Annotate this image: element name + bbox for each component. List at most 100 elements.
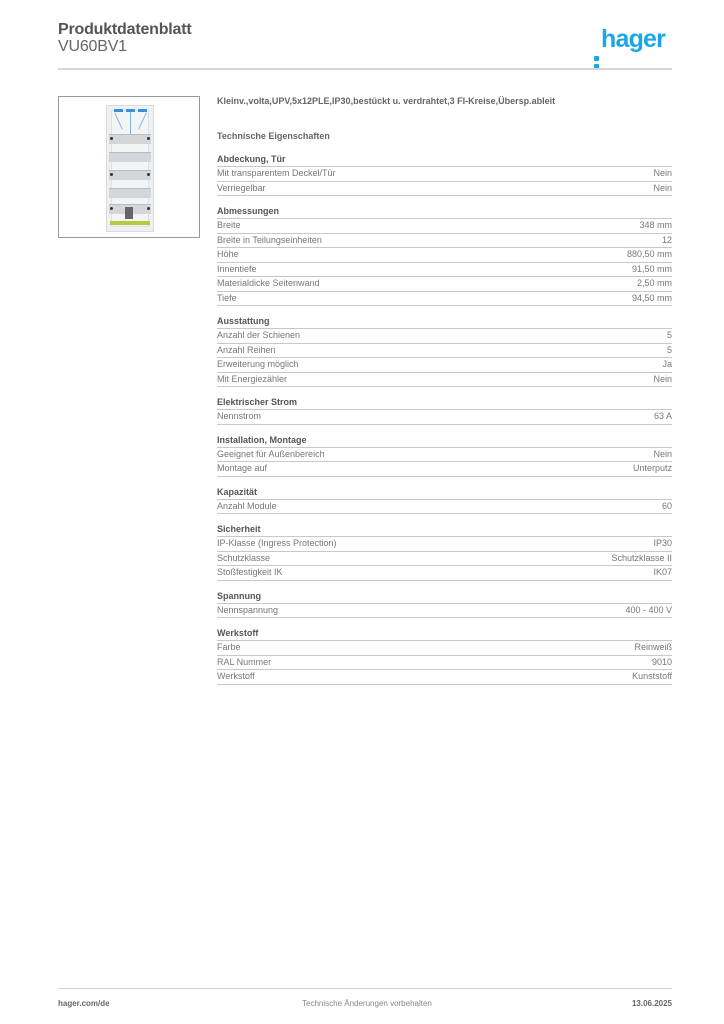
footer-date: 13.06.2025 [631,999,672,1008]
group-title: Abdeckung, Tür [217,153,672,167]
spec-group-safety: Sicherheit IP-Klasse (Ingress Protection… [217,523,672,581]
spec-row: Höhe 880,50 mm [217,248,672,263]
spec-label: Geeignet für Außenbereich [217,448,325,459]
hager-logo: hager [594,25,666,69]
spec-label: Tiefe [217,292,237,303]
spec-row: Montage auf Unterputz [217,462,672,477]
spec-label: RAL Nummer [217,656,272,667]
spec-label: Montage auf [217,463,268,473]
spec-group-material: Werkstoff Farbe Reinweiß RAL Nummer 9010 W… [217,627,672,685]
product-code: VU60BV1 [58,38,127,55]
spec-value: 400 - 400 V [625,604,672,615]
footer-notice: Technische Änderungen vorbehalten [302,999,432,1008]
spec-label: Innentiefe [217,263,257,274]
spec-label: Materialdicke Seitenwand [217,278,320,288]
spec-label: Schutzklasse [217,552,271,563]
spec-value: 9010 [651,656,672,667]
spec-row: Innentiefe 91,50 mm [217,263,672,277]
section-heading-technical-properties: Technische Eigenschaften [217,131,330,141]
spec-value: 2,50 mm [636,278,672,288]
group-title: Ausstattung [217,315,672,329]
document-title: Produktdatenblatt [58,21,192,38]
group-title: Installation, Montage [217,434,672,448]
product-description: Kleinv.,volta,UPV,5x12PLE,IP30,bestückt … [217,96,556,106]
spec-row: Tiefe 94,50 mm [217,292,672,306]
spec-row: Anzahl Module 60 [217,500,672,514]
spec-row: Mit transparentem Deckel/Tür Nein [217,167,672,182]
spec-value: Ja [662,359,672,369]
spec-row: Materialdicke Seitenwand 2,50 mm [217,277,672,292]
header-divider [58,68,672,70]
spec-label: Breite in Teilungseinheiten [217,234,322,245]
spec-value: Unterputz [632,463,672,473]
spec-label: Verriegelbar [217,182,266,193]
group-title: Abmessungen [217,205,672,219]
spec-label: Mit Energiezähler [217,373,288,384]
spec-group-electric-current: Elektrischer Strom Nennstrom 63 A [217,396,672,425]
spec-value: Nein [653,448,672,459]
spec-value: IP30 [653,538,672,548]
spec-label: Anzahl Module [217,500,277,511]
distribution-cabinet-illustration [106,105,154,232]
spec-label: Höhe [217,249,239,259]
spec-group-cover-door: Abdeckung, Tür Mit transparentem Deckel/… [217,153,672,196]
spec-value: 63 A [653,411,672,421]
spec-value: Nein [653,168,672,178]
spec-value: Reinweiß [634,642,672,652]
spec-label: Mit transparentem Deckel/Tür [217,168,336,178]
spec-row: Geeignet für Außenbereich Nein [217,448,672,462]
spec-label: Breite [217,220,241,230]
spec-row: Nennspannung 400 - 400 V [217,604,672,618]
spec-label: Stoßfestigkeit IK [217,567,283,577]
spec-row: Farbe Reinweiß [217,641,672,656]
group-title: Werkstoff [217,627,672,641]
spec-value: Nein [653,182,672,193]
footer-divider [58,988,672,989]
spec-label: Farbe [217,642,241,652]
footer-website-link[interactable]: hager.com/de [58,999,110,1008]
spec-group-voltage: Spannung Nennspannung 400 - 400 V [217,590,672,618]
spec-value: Schutzklasse II [611,552,672,563]
spec-row: Stoßfestigkeit IK IK07 [217,566,672,581]
group-title: Elektrischer Strom [217,396,672,410]
spec-value: 880,50 mm [626,249,672,259]
spec-row: Erweiterung möglich Ja [217,358,672,373]
spec-group-installation: Installation, Montage Geeignet für Außen… [217,434,672,477]
spec-value: 94,50 mm [631,292,672,303]
logo-text: hager [601,25,666,53]
spec-group-equipment: Ausstattung Anzahl der Schienen 5 Anzahl … [217,315,672,387]
spec-label: Werkstoff [217,671,255,681]
spec-row: Werkstoff Kunststoff [217,670,672,685]
spec-row: Schutzklasse Schutzklasse II [217,552,672,566]
spec-label: Anzahl Reihen [217,344,276,355]
spec-label: Nennspannung [217,604,279,615]
spec-label: Anzahl der Schienen [217,330,301,340]
spec-label: IP-Klasse (Ingress Protection) [217,538,337,548]
group-title: Sicherheit [217,523,672,537]
spec-value: Kunststoff [632,671,672,681]
spec-row: Breite in Teilungseinheiten 12 [217,234,672,248]
spec-value: Nein [653,373,672,384]
spec-row: Anzahl der Schienen 5 [217,329,672,344]
group-title: Kapazität [217,486,672,500]
spec-label: Nennstrom [217,411,262,421]
group-title: Spannung [217,590,672,604]
spec-value: 12 [661,234,672,245]
spec-row: Verriegelbar Nein [217,182,672,196]
product-image [58,96,200,238]
spec-value: 5 [666,344,672,355]
spec-group-capacity: Kapazität Anzahl Module 60 [217,486,672,514]
spec-value: IK07 [653,567,672,577]
spec-row: Anzahl Reihen 5 [217,344,672,358]
spec-value: 5 [666,330,672,340]
specifications-table: Abdeckung, Tür Mit transparentem Deckel/… [217,153,672,694]
spec-row: Mit Energiezähler Nein [217,373,672,387]
spec-label: Erweiterung möglich [217,359,299,369]
spec-row: IP-Klasse (Ingress Protection) IP30 [217,537,672,552]
spec-row: Nennstrom 63 A [217,410,672,425]
spec-value: 91,50 mm [631,263,672,274]
spec-row: RAL Nummer 9010 [217,656,672,670]
spec-value: 60 [661,500,672,511]
